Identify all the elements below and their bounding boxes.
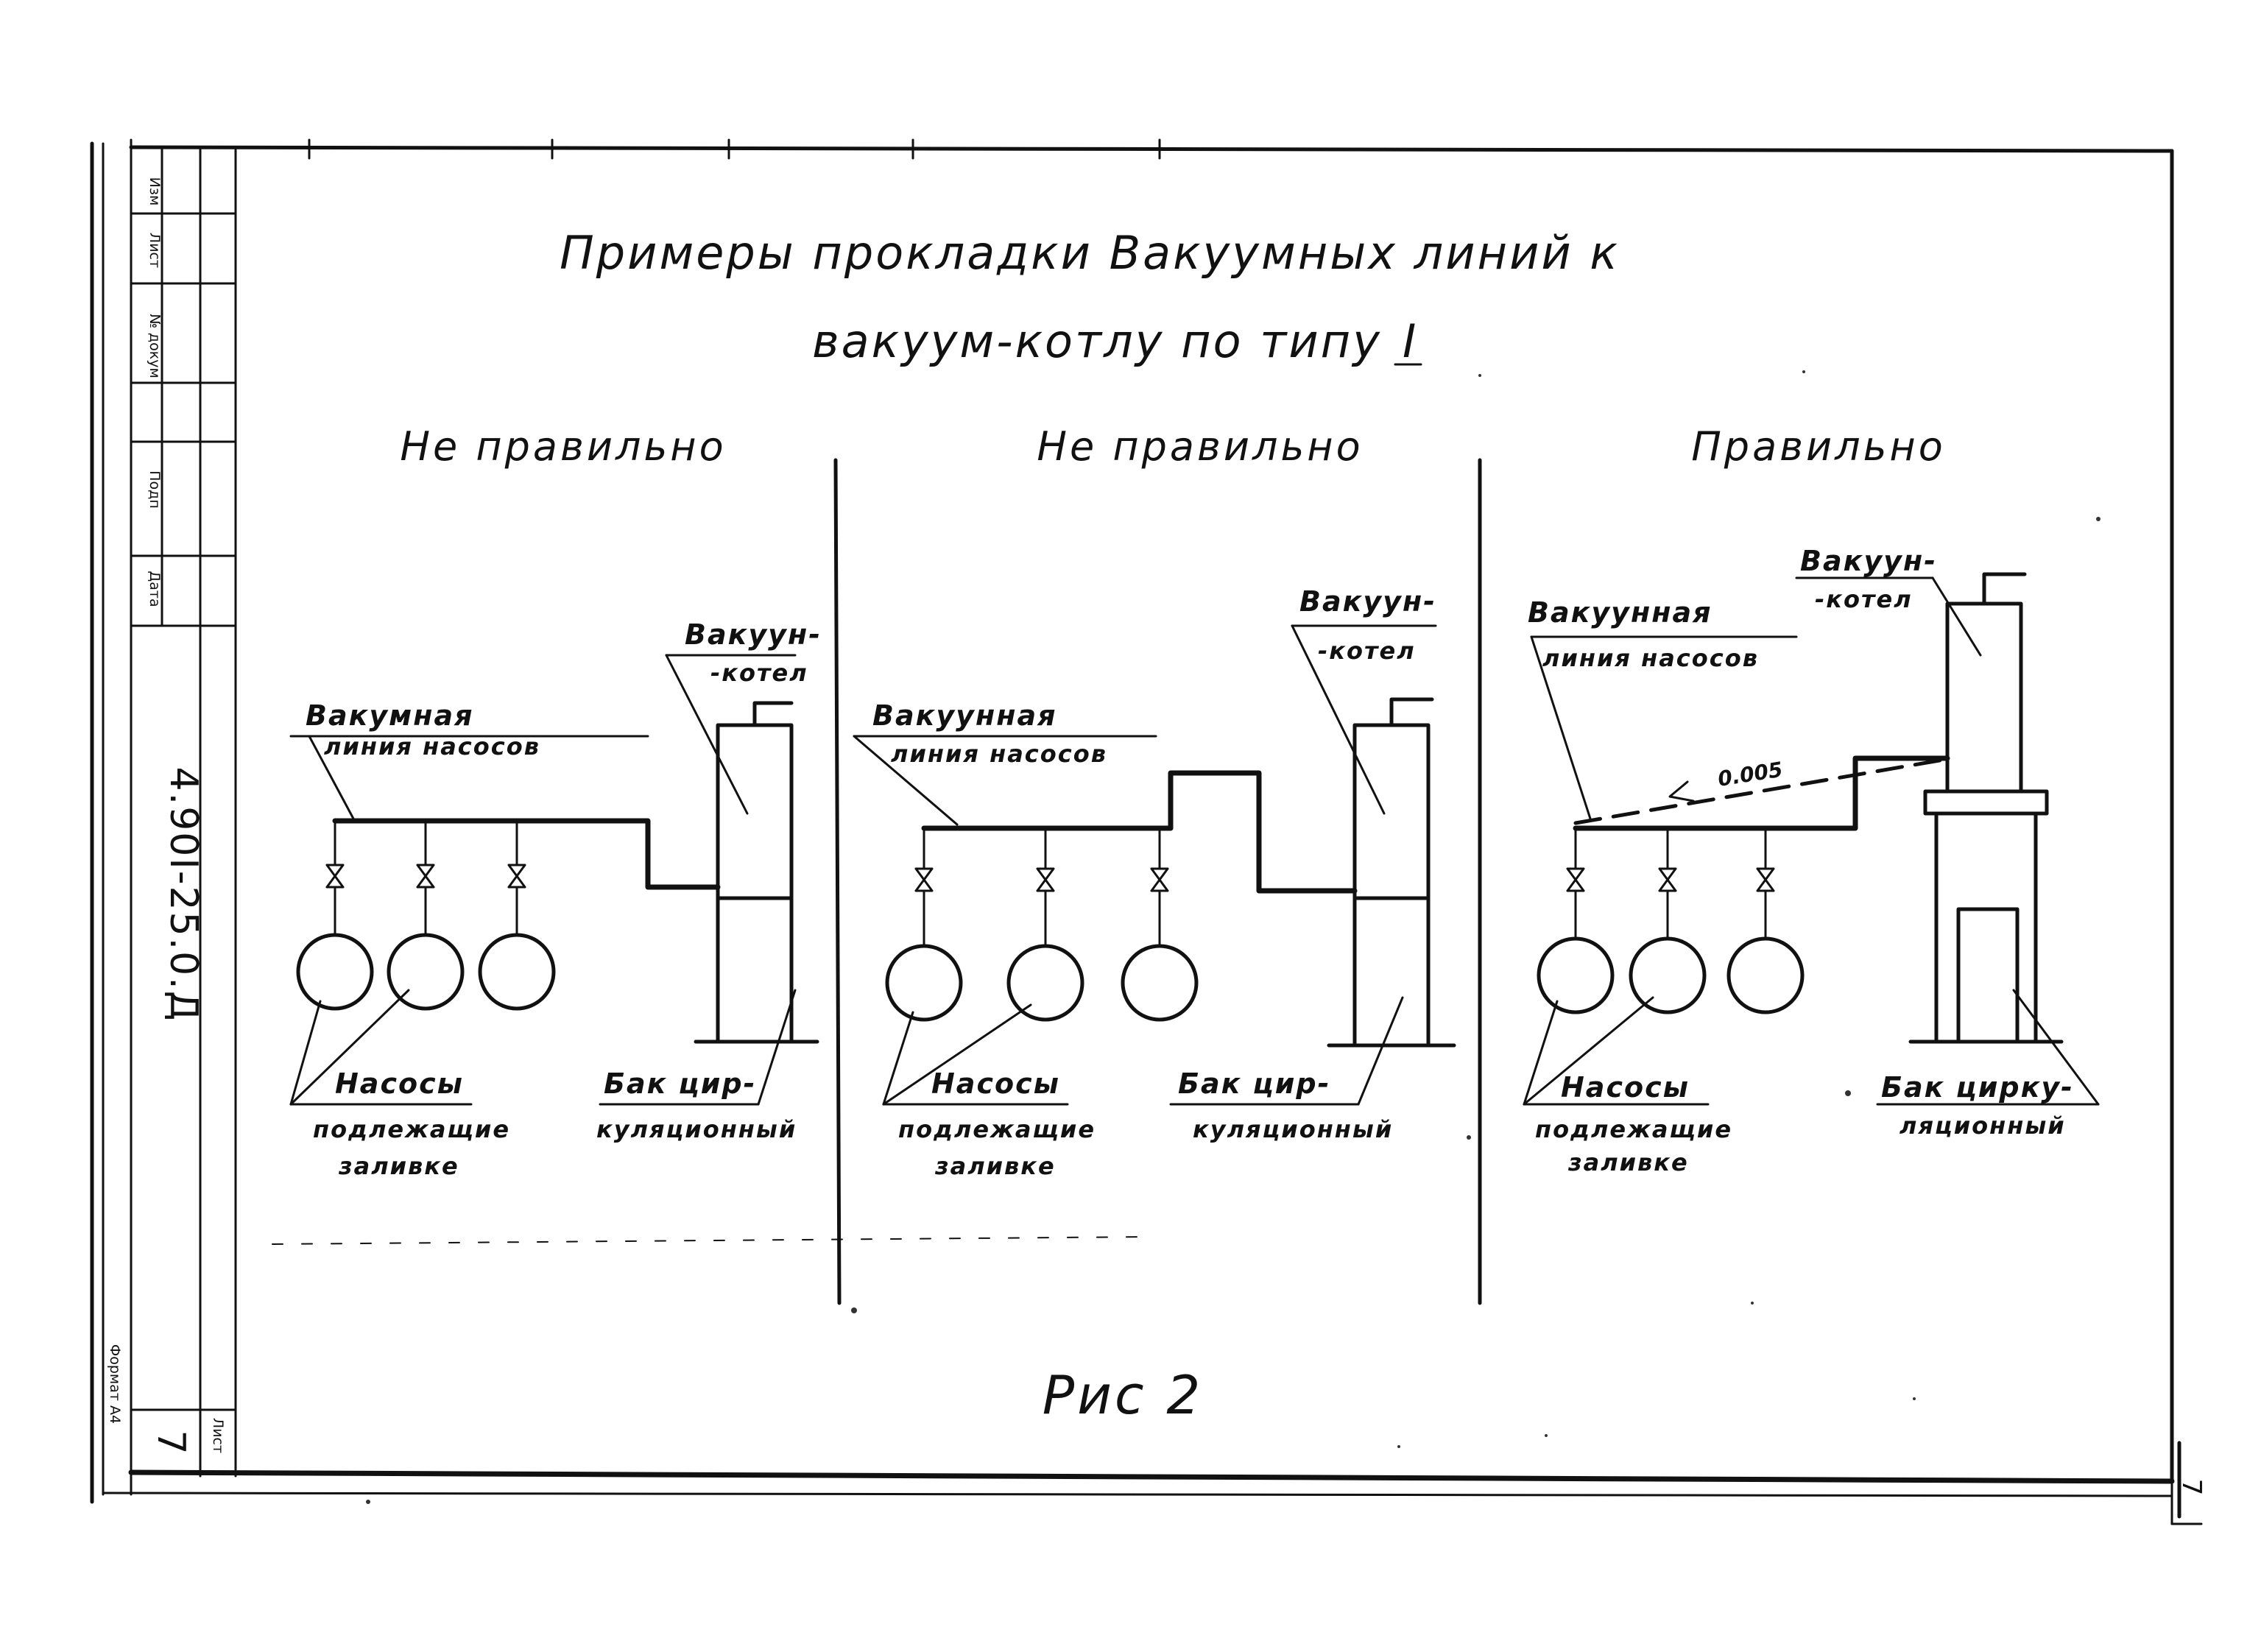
panel-2-vacuum-line-label-2: линия насосов — [891, 740, 1107, 768]
panel-3-vacuum-line-label-1: Вакуунная — [1528, 596, 1712, 629]
panel-3-pump-3 — [1726, 936, 1805, 1014]
drawing-frame — [102, 138, 2203, 1525]
panel-3-tank-label-2: ляционный — [1900, 1112, 2066, 1140]
divider-1 — [833, 458, 842, 1305]
panel-3-slope-label: 0.005 — [1716, 757, 1785, 791]
panel-2-vacuum-boiler — [1352, 723, 1431, 900]
panel-1-boiler-label-1: Вакуун- — [685, 618, 822, 651]
panel-3-heading: Правильно — [1691, 423, 1946, 470]
dashed-guide — [272, 1236, 1149, 1245]
panel-2-pumps-label-3: заливке — [934, 1152, 1056, 1180]
corner-sheet-number: 7 — [2176, 1479, 2207, 1496]
sheet-number: 7 — [149, 1430, 193, 1455]
revision-col-doc-no: № докум — [147, 314, 163, 378]
title-line-1: Примеры прокладки Вакуумных линий к — [560, 226, 1620, 280]
revision-col-date: Дата — [147, 571, 163, 607]
panel-1-pump-1 — [296, 933, 374, 1011]
panel-1-pumps-label-2: подлежащие — [313, 1115, 510, 1143]
panel-2-pump-1 — [885, 944, 963, 1022]
revision-col-signature: Подп — [147, 470, 163, 508]
panel-3-pumps-label-2: подлежащие — [1535, 1115, 1732, 1143]
panel-incorrect-2: Не правильно Вакуунная линия насосов Вак… — [853, 423, 1456, 1180]
panel-3-boiler-label-2: -котел — [1815, 585, 1913, 613]
panel-3-vacuum-boiler — [1945, 601, 2023, 794]
figure-caption: Рис 2 — [1043, 1364, 1204, 1426]
panel-3-boiler-platform — [1923, 789, 2049, 816]
sheet-label: Лист — [210, 1418, 226, 1453]
panel-3-pumps-label-1: Насосы — [1561, 1071, 1690, 1104]
panel-1-pumps-label-3: заливке — [338, 1152, 459, 1180]
document-number: 4.90I-25.0.Д — [161, 767, 205, 1023]
panel-2-boiler-label-2: -котел — [1318, 637, 1416, 665]
panel-1-pump-2 — [387, 933, 465, 1011]
panel-2-boiler-label-1: Вакуун- — [1299, 585, 1436, 618]
panel-2-pumps-label-2: подлежащие — [898, 1115, 1096, 1143]
panel-3-vacuum-line-label-2: линия насосов — [1542, 644, 1759, 672]
format-label: Формат А4 — [107, 1344, 123, 1424]
panel-1-heading: Не правильно — [400, 423, 726, 470]
panel-1-pumps-label-1: Насосы — [335, 1067, 464, 1100]
panel-1-tank-label-1: Бак цир- — [604, 1067, 756, 1100]
title-strip: Изм Лист № докум Подп Дата 4.90I-25.0.Д … — [90, 141, 237, 1504]
title-type-numeral: I — [1403, 314, 1418, 368]
panel-2-pump-2 — [1006, 944, 1084, 1022]
panel-3-boiler-label-1: Вакуун- — [1800, 545, 1937, 577]
panel-1-vacuum-line-label-1: Вакумная — [306, 699, 474, 732]
revision-col-sheet: Лист — [147, 233, 163, 268]
panel-3-circulation-tank — [1934, 811, 2038, 1044]
panel-2-tank-label-1: Бак цир- — [1178, 1067, 1330, 1100]
panel-1-pump-3 — [478, 933, 556, 1011]
panel-2-vacuum-line-label-1: Вакуунная — [872, 699, 1057, 732]
scan-noise — [366, 370, 2100, 1504]
panel-3-tank-label-1: Бак цирку- — [1881, 1071, 2074, 1104]
panel-3-pump-1 — [1537, 936, 1615, 1014]
panel-3-pump-2 — [1629, 936, 1707, 1014]
panel-incorrect-1: Не правильно Вакумная линия насосов Ваку… — [289, 423, 822, 1180]
revision-col-change: Изм — [147, 177, 163, 206]
panel-1-boiler-label-2: -котел — [710, 659, 808, 687]
panel-2-heading: Не правильно — [1037, 423, 1363, 470]
panel-2-pump-3 — [1121, 944, 1199, 1022]
panel-1-tank-label-2: куляционный — [596, 1115, 797, 1143]
panel-3-pumps-label-3: заливке — [1567, 1148, 1689, 1176]
panel-2-pumps-label-1: Насосы — [931, 1067, 1060, 1100]
panel-1-circulation-tank — [716, 896, 794, 1044]
panel-correct: Правильно 0.005 Вакуунная линия насосов … — [1523, 423, 2100, 1176]
title-line-2: вакуум-котлу по типу — [812, 314, 1382, 368]
panel-1-vacuum-boiler — [716, 723, 794, 900]
panel-2-tank-label-2: куляционный — [1193, 1115, 1393, 1143]
